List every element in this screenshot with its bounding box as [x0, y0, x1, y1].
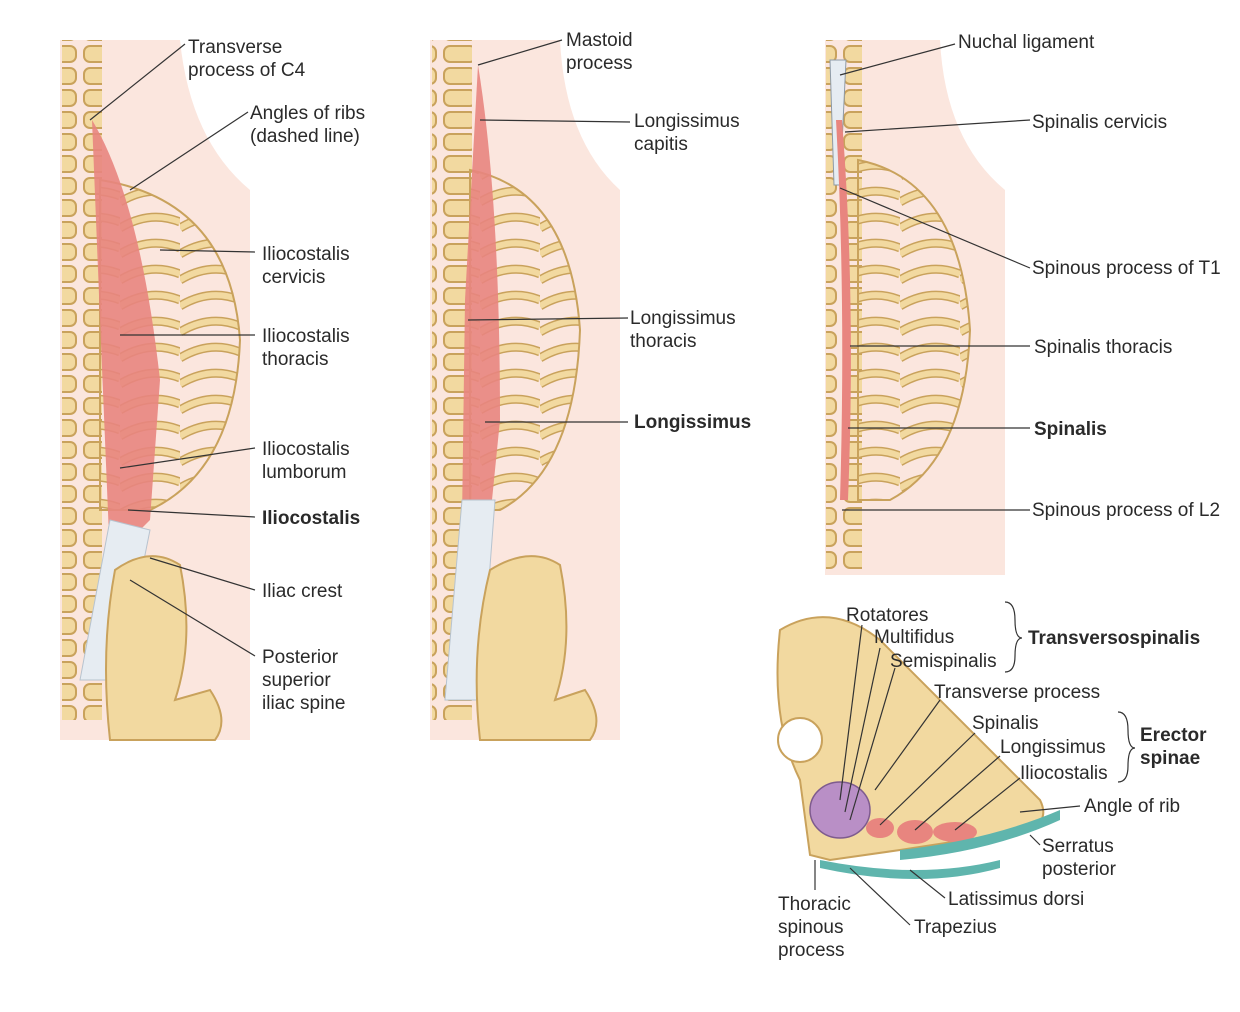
- label-iliac-crest: Iliac crest: [262, 581, 343, 602]
- spinalis-muscle: [836, 120, 851, 500]
- label-rotatores: Rotatores: [846, 605, 929, 626]
- iliocostalis-muscle: [92, 120, 160, 560]
- latissimus-trapezius-section: [820, 860, 1000, 879]
- erector-spinae-brace: [1117, 711, 1136, 783]
- label-transverse-process: Transverse process: [934, 682, 1101, 703]
- cross-section-panel: [776, 601, 1136, 926]
- label-trapezius: Trapezius: [914, 917, 997, 938]
- transversospinalis-section: [809, 781, 871, 839]
- label-serratus-posterior: Serratus posterior: [1042, 836, 1116, 880]
- iliocostalis-leader-lines: [89, 43, 256, 657]
- label-multifidus: Multifidus: [874, 627, 955, 648]
- spinalis-section: [866, 818, 894, 838]
- label-semispinalis: Semispinalis: [890, 651, 997, 672]
- cross-section-leader-lines: [814, 624, 1081, 926]
- iliocostalis-panel: [60, 40, 256, 741]
- longissimus-section: [897, 820, 933, 844]
- iliocostalis-section: [933, 822, 977, 842]
- label-transversospinalis: Transversospinalis: [1028, 628, 1201, 649]
- longissimus-panel: [430, 39, 631, 741]
- label-longissimus: Longissimus: [634, 412, 752, 433]
- label-mastoid-process: Mastoid process: [566, 30, 633, 74]
- label-erector-spinae: Erector spinae: [1140, 725, 1207, 769]
- label-latissimus-dorsi: Latissimus dorsi: [948, 889, 1085, 910]
- label-cs-spinalis: Spinalis: [972, 713, 1039, 734]
- label-posterior-superior-iliac-spine: Posterior superior iliac spine: [262, 647, 346, 714]
- pelvis-2: [475, 555, 598, 741]
- label-iliocostalis: Iliocostalis: [262, 508, 361, 529]
- transversospinalis-brace: [1004, 601, 1023, 673]
- longissimus-muscle: [462, 65, 500, 520]
- label-thoracic-spinous-process: Thoracic spinous process: [778, 894, 851, 961]
- label-nuchal-ligament: Nuchal ligament: [958, 32, 1095, 53]
- label-iliocostalis-lumborum: Iliocostalis lumborum: [262, 439, 350, 483]
- label-iliocostalis-thoracis: Iliocostalis thoracis: [262, 326, 350, 370]
- label-spinalis-thoracis: Spinalis thoracis: [1034, 337, 1173, 358]
- label-longissimus-capitis: Longissimus capitis: [634, 111, 740, 155]
- label-angle-of-rib: Angle of rib: [1084, 796, 1181, 817]
- label-iliocostalis-cervicis: Iliocostalis cervicis: [262, 244, 350, 288]
- label-transverse-process-c4: Transverse process of C4: [188, 37, 306, 81]
- label-angles-of-ribs: Angles of ribs (dashed line): [250, 103, 366, 147]
- label-longissimus-thoracis: Longissimus thoracis: [630, 308, 736, 352]
- serratus-posterior-section: [900, 810, 1060, 860]
- longissimus-leader-lines: [467, 39, 631, 423]
- vertebral-foramen: [777, 717, 823, 763]
- label-spinalis: Spinalis: [1034, 419, 1107, 440]
- label-spinous-process-t1: Spinous process of T1: [1032, 258, 1221, 279]
- rib-cage-3: [857, 158, 972, 501]
- spinalis-panel: [825, 40, 1031, 575]
- spinalis-leader-lines: [839, 43, 1031, 511]
- label-spinous-process-l2: Spinous process of L2: [1032, 500, 1221, 521]
- label-cs-longissimus: Longissimus: [1000, 737, 1106, 758]
- pelvis-1: [105, 555, 223, 741]
- label-spinalis-cervicis: Spinalis cervicis: [1032, 112, 1168, 133]
- label-cs-iliocostalis: Iliocostalis: [1020, 763, 1108, 784]
